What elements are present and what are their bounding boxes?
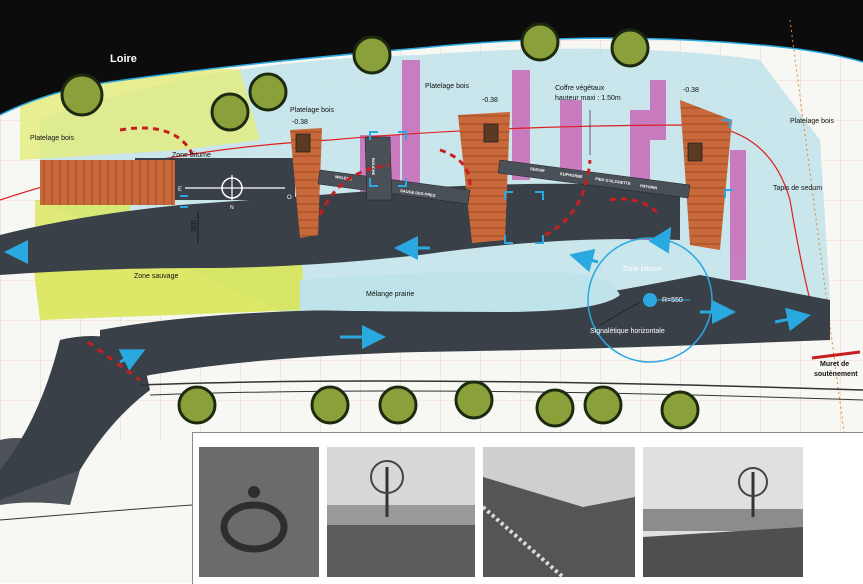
label-zone-sauvage: Zone sauvage [134,273,178,280]
label-melange-prairie: Mélange prairie [366,291,414,298]
tree [520,22,560,62]
bench-word-sauge: SAUGE DES PRES [400,188,436,198]
lower-road-edge [139,380,863,391]
tree [210,92,250,132]
bench-word-sedum: SEDUM [530,166,546,173]
bottom-curve [0,504,193,521]
label-platelage-1: Platelage bois [290,107,334,114]
tree [310,385,350,425]
bench-word-pied: PIED D'ALOUETTE [595,176,632,186]
bench-word-molene: MOLENE [335,174,353,181]
loire-river [0,0,863,115]
tree [352,35,392,75]
tree [660,390,700,430]
label-level-2: -0.38 [482,97,498,104]
label-level-3: -0.38 [683,87,699,94]
red-dashed-curves [119,126,662,237]
label-coffre-1: Coffre végétaux [555,85,605,92]
label-tapis-sedum: Tapis de sedum [773,185,822,192]
label-zone-bitume-top: Zone bitume [172,152,211,159]
photo-strip [192,432,863,584]
tree [177,385,217,425]
platelage-3 [680,100,732,250]
photo-steps-slope [483,447,635,577]
tree [454,380,494,420]
tree [610,28,650,68]
red-white-barrier [87,340,141,382]
label-platelage-right: Platelage bois [790,118,834,125]
label-platelage-2: Platelage bois [425,83,469,90]
dimension-350: 350 [191,220,198,232]
planter-box-3 [687,142,703,162]
label-signaletique: Signalétique horizontale [590,328,665,335]
platelage-2 [458,112,510,243]
compass-e: E [178,187,182,193]
label-radius: R=550 [662,297,683,304]
tree [248,72,288,112]
planter-box-1 [295,133,311,153]
compass-marker: E O N [178,175,292,211]
direction-arrows [4,226,811,371]
planting-benches [317,136,691,205]
melange-prairie-island [300,271,620,312]
photo-riverside-tree [327,447,475,577]
tree [535,388,575,428]
label-zone-bitume-round: Zone bitume [623,266,662,273]
lower-dark-fringe [0,438,80,505]
trees [60,22,700,430]
photo-ground-ring [199,447,319,577]
bench-word-paturin: PATURIN [640,183,658,190]
loire-label: Loire [110,53,137,65]
photo-river-view [643,447,803,577]
plan-labels: Platelage bois Platelage bois -0.38 Plat… [30,83,858,378]
signaletique-leader [599,301,641,326]
label-muret-2: soutènement [814,371,858,378]
platelage-left [40,160,175,205]
label-platelage-left: Platelage bois [30,135,74,142]
label-level-1: -0.38 [292,119,308,126]
compass-n: N [230,205,234,211]
seating-corner-marks [180,119,733,244]
compass-o: O [287,195,292,201]
planter-box-2 [483,123,499,143]
platelage-1 [290,128,322,238]
dotted-line-right [789,19,846,441]
tree [378,385,418,425]
upper-path [0,183,680,275]
bench-word-labels: MOLENE BOUCHE SAUGE DES PRES SEDUM EUPHO… [335,158,658,198]
muret-red-line [811,350,861,360]
bench-word-bouche: BOUCHE [371,158,376,176]
label-muret-1: Muret de [820,361,849,368]
tree [583,385,623,425]
bench-word-euphorbe: EUPHORBE [560,171,583,179]
tree [60,73,104,117]
label-coffre-2: hauteur maxi : 1.50m [555,95,621,102]
site-boundary-line [0,124,811,301]
